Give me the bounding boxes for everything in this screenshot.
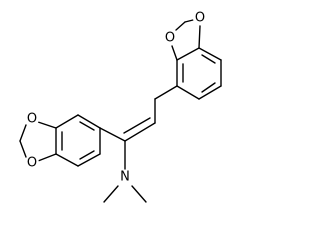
vinyl-linker: [99, 85, 178, 203]
dioxole-bond: [37, 121, 57, 129]
ring-double-bond: [79, 121, 95, 131]
ring-double-bond: [201, 82, 216, 93]
ring-bond: [77, 114, 101, 129]
dioxole-bond: [184, 19, 194, 23]
n-methyl-bond-right: [131, 185, 147, 203]
nitrogen-label: N: [120, 170, 130, 185]
vinyl-double-bond-inner: [123, 117, 151, 134]
benzodioxole-ring-left: [19, 114, 101, 167]
dioxole-bond: [37, 153, 57, 162]
benzodioxole-ring-right: [171, 19, 222, 100]
ring-bond: [55, 153, 79, 167]
dioxole-bond: [19, 140, 27, 158]
dioxole-bond: [171, 45, 178, 61]
ring-bond: [77, 153, 101, 167]
dioxole-bond: [19, 124, 27, 142]
molecule-structure: O O O O N: [19, 11, 222, 203]
ring-bond: [198, 47, 222, 61]
ring-bond: [55, 114, 79, 129]
oxygen-label: O: [27, 156, 37, 171]
vinyl-double-bond: [124, 122, 156, 142]
vinyl-to-ring-bond: [99, 127, 126, 142]
oxygen-label: O: [195, 11, 205, 26]
ring-bond: [198, 85, 222, 100]
dioxole-bond: [175, 21, 186, 31]
ring-to-vinyl-bond: [154, 85, 178, 100]
oxygen-label: O: [165, 31, 175, 46]
ring-bond: [176, 85, 200, 100]
n-methyl-bond-left: [103, 185, 119, 203]
atom-labels: O O O O N: [25, 11, 207, 185]
ring-double-bond: [79, 150, 95, 160]
oxygen-label: O: [27, 112, 37, 127]
dioxole-bond: [198, 25, 201, 49]
ring-bond: [176, 47, 200, 61]
ring-double-bond: [201, 54, 216, 64]
